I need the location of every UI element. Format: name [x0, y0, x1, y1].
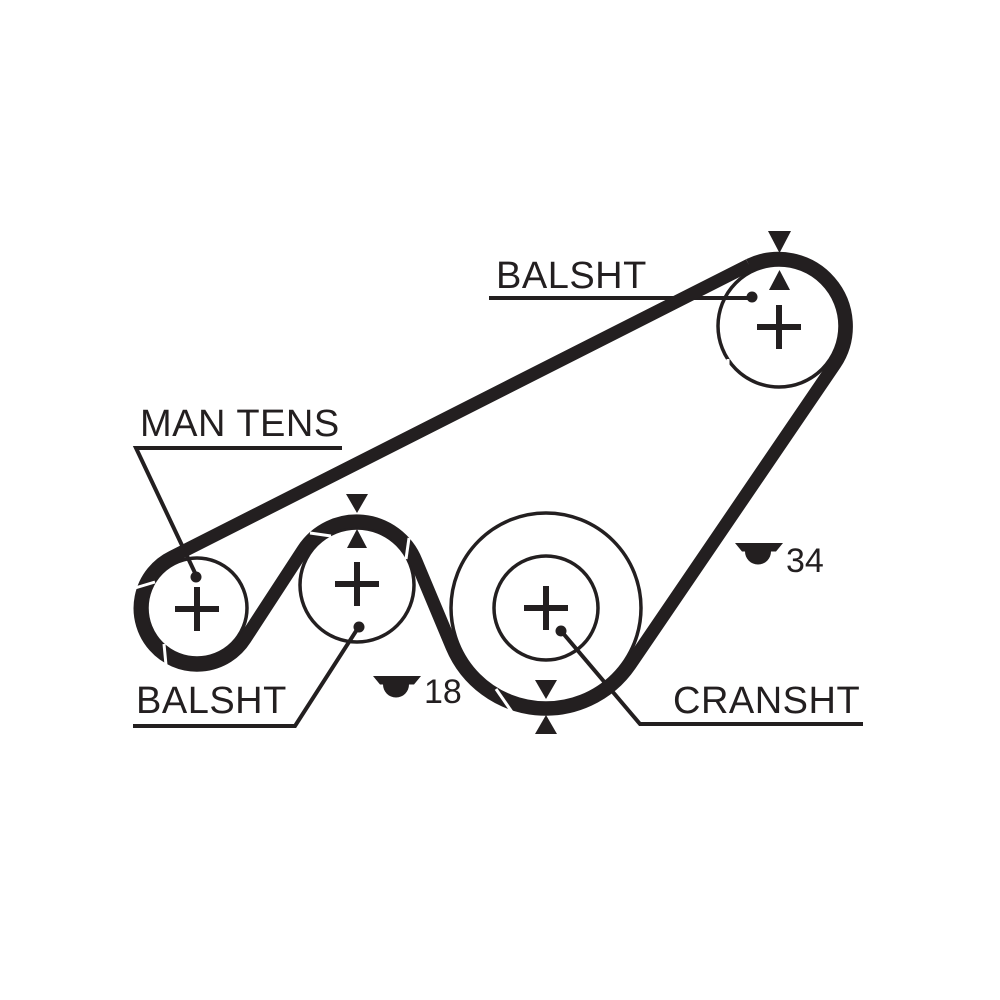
label-man-tens: MAN TENS — [140, 403, 340, 445]
leader-line-balsht-bottom — [133, 626, 360, 728]
timing-arrow-up-icon — [769, 270, 790, 290]
tooth-count-value-34: 34 — [786, 542, 824, 580]
timing-marks-balsht-bottom — [346, 494, 368, 548]
center-cross-balsht-top — [757, 305, 801, 349]
belt-tooth-icon — [735, 543, 783, 565]
tooth-count-value-18: 18 — [424, 673, 462, 711]
belt-notch — [404, 537, 411, 560]
leader-line-man-tens — [132, 446, 342, 576]
label-cransht: CRANSHT — [673, 680, 860, 722]
leader-line-cransht — [560, 630, 863, 726]
belt-tooth-icon — [373, 676, 421, 698]
belt-notch — [494, 688, 514, 713]
timing-arrow-up-icon — [347, 529, 367, 548]
timing-marks-balsht-top — [768, 231, 791, 290]
center-cross-crankshaft — [524, 586, 568, 630]
center-cross-balsht-bottom — [335, 562, 379, 606]
timing-arrow-down-icon — [768, 231, 791, 253]
leader-dot-cransht — [555, 625, 567, 637]
belt-notch — [309, 531, 332, 538]
timing-arrow-up-icon — [535, 715, 557, 734]
timing-marks-crankshaft — [535, 680, 557, 734]
timing-arrow-down-icon — [346, 494, 368, 513]
belt-notch — [162, 643, 168, 666]
timing-belt — [133, 251, 853, 716]
label-balsht-bottom: BALSHT — [136, 680, 287, 722]
timing-arrow-down-icon — [535, 680, 557, 699]
label-balsht-top: BALSHT — [496, 255, 647, 297]
belt-notch — [134, 580, 156, 590]
leader-dot-man-tens — [190, 571, 202, 583]
leader-dot-balsht-bottom — [353, 621, 365, 633]
leader-dot-balsht-top — [746, 291, 758, 303]
center-cross-man-tens — [175, 587, 219, 631]
